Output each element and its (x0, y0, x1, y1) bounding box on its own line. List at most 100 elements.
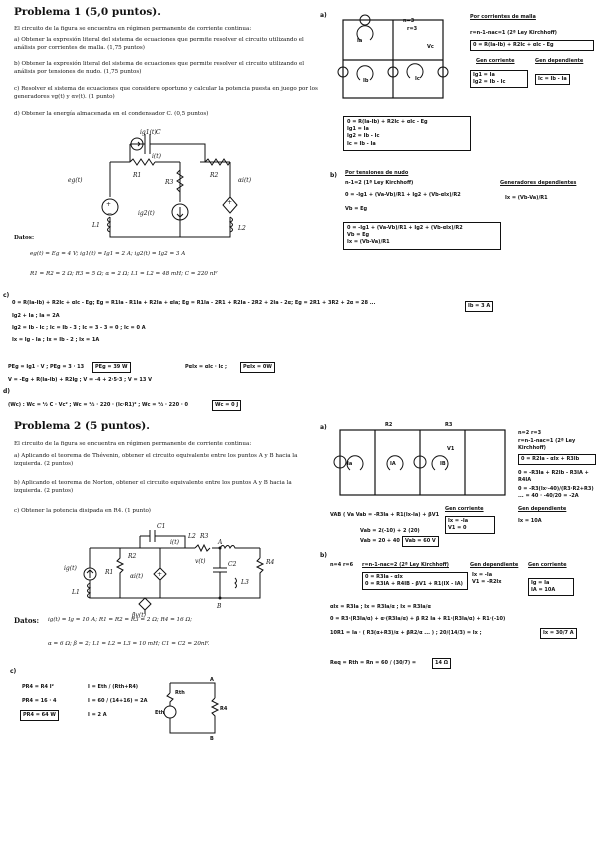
circuit-2-diagram: + C1 i(t) L2 R3 A ig(t) R2 v(t) R4 R1 αi… (64, 523, 275, 619)
svg-text:−: − (107, 210, 112, 217)
p2-sol-c-l3-box: PR4 = 64 W (20, 710, 59, 722)
circuit2-l3-label: L3 (240, 579, 249, 586)
p2-sol-b-req: Req = Rth = Rn = 60 / (30/7) = (330, 660, 417, 666)
p2-sol-c-equivalent-sketch: Rth Eth R4 A B (155, 677, 228, 742)
problem1-item-d: d) Obtener la energía almacenada en el c… (14, 111, 209, 117)
p2-sol-a-gc-2: V1 = 0 (448, 525, 467, 532)
circuit2-a-label: A (217, 539, 223, 546)
p1-sum-b-3: Ix = (Vb-Va)/R1 (347, 239, 390, 246)
svg-text:+: + (157, 571, 162, 578)
circuit1-ig1-label: ig1(t) (140, 129, 157, 136)
problem1-item-a: a) Obtener la expresión literal del sist… (14, 37, 304, 52)
p1-sol-c-power2: PαIx = αIc · Ic ; (185, 364, 228, 370)
problem2-item-c: c) Obtener la potencia disipada en R4. (… (14, 508, 151, 514)
p2-sol-a-vab2: Vab = 2(-10) + 2 (20) (360, 528, 420, 534)
p1-sum-a-1: 0 = R(Ia-Ib) + R2Ic + αIc - Eg (347, 119, 428, 125)
circuit2-ig-label: ig(t) (64, 565, 78, 572)
circuit1-l1-label: L1 (91, 222, 100, 229)
svg-text:R2: R2 (385, 422, 393, 428)
p1-sol-a-gc-1: Ig1 = Ia (473, 72, 495, 78)
p1-sum-a-4: Ic = Ib - Ia (347, 140, 376, 147)
circuit1-eg-label: eg(t) (68, 177, 83, 184)
p2-sol-a-line-b: 0 = -R3Ia + R2Ib - R3IA + R4IA (518, 470, 589, 484)
p2-sol-b-eq1: αIx = R3Ia ; Ix = R3Ia/α ; Ix = R3Ia/α (330, 604, 431, 610)
problem1-item-b: b) Obtener la expresión literal del sist… (14, 61, 305, 76)
circuit2-c2-label: C2 (228, 561, 237, 568)
circuit1-c-label: C (156, 129, 161, 136)
p2-sol-b-gd-2: V1 = -R2Ix (472, 579, 502, 586)
circuit1-av-label: αi(t) (238, 177, 252, 184)
p2-sol-b-gc-2: IA = 10A (531, 587, 556, 594)
p1-sol-c-power2-box: PαIx = 0W (240, 362, 275, 374)
p1-sol-c-line3: Ig2 = Ib - Ic ; Ic = Ib - 3 ; Ic = 3 - 3… (12, 325, 146, 331)
problem1-intro: El circuito de la figura se encuentra en… (14, 26, 252, 32)
svg-text:IB: IB (440, 461, 446, 467)
p2-sol-a-box: 0 = R2Ia - αIx + R3Ib (518, 454, 596, 466)
p1-sum-b-2: Vb = Eg (347, 232, 370, 239)
p1-sol-a-box: 0 = R(Ia-Ib) + R2Ic + αIc - Eg (470, 40, 594, 52)
p1-sum-a-3: Ig2 = Ib - Ic (347, 133, 380, 140)
circuit1-i-label: i(t) (152, 153, 162, 160)
p1-sol-a-label: a) (320, 12, 327, 19)
problem2-datos-label: Datos: (14, 616, 40, 625)
p2-sol-b-kir: r=n-1-nac=2 (2ª Ley Kirchhoff) (362, 562, 449, 568)
circuit2-v-label: v(t) (195, 558, 206, 565)
p2-sol-a-line-c: 0 = -R3(Ix·-40)/(R3·R2+R3) ... = 40 · -4… (518, 486, 594, 500)
p1-sum-a-2: Ig1 = Ia (347, 126, 369, 133)
svg-text:Ib: Ib (363, 78, 369, 84)
p1-sum-b-1: 0 = -Ig1 + (Va-Vb)/R1 + Ig2 + (Vb-αIx)/R… (347, 225, 463, 231)
p2-sol-a-gc-box: Ix = -Ia V1 = 0 (445, 516, 495, 535)
svg-text:r=3: r=3 (407, 26, 418, 32)
p2-sol-b-eq: n=4 r=6 (330, 562, 354, 568)
circuit1-r1-label: R1 (132, 172, 141, 179)
circuit2-l2-label: L2 (187, 533, 196, 540)
p1-sol-b-header: Por tensiones de nudo (345, 170, 409, 176)
circuit2-ai-label: αi(t) (130, 573, 144, 580)
circuit1-r2-label: R2 (209, 172, 219, 179)
equiv-eth-label: Eth (155, 710, 165, 716)
svg-text:Ia: Ia (347, 461, 352, 467)
p1-sol-a-gd: Ic = Ib - Ia (535, 74, 570, 86)
problem1-datos-line2: R1 = R2 = 2 Ω; R3 = 5 Ω; α = 2 Ω; L1 = L… (30, 271, 218, 277)
p2-sol-b-gd: Ix = -Ia V1 = -R2Ix (472, 572, 502, 586)
p1-sol-b-gen-d: Generadores dependientes (500, 180, 577, 186)
p1-sol-c-volt: V = -Eg + R(Ia-Ib) + R2Ig ; V = -4 + 2·5… (8, 377, 152, 383)
svg-text:V1: V1 (447, 446, 455, 452)
svg-text:n=3: n=3 (403, 18, 415, 24)
p2-sol-b-gd-1: Ix = -Ia (472, 572, 493, 578)
p2-sol-a-gen-c: Gen corriente (445, 506, 484, 512)
p1-sol-b-summary: 0 = -Ig1 + (Va-Vb)/R1 + Ig2 + (Vb-αIx)/R… (343, 222, 501, 250)
circuit2-b-label: B (216, 603, 222, 610)
problem2-datos-line2: α = 6 Ω; β = 2; L1 = L2 = L3 = 10 mH; C1… (48, 641, 210, 647)
p1-sol-a-gc-box: Ig1 = Ia Ig2 = Ib - Ic (470, 70, 528, 89)
p1-sol-a-gen-c: Gen corriente (476, 58, 515, 64)
p1-sol-c-power1-box: PEg = 39 W (92, 362, 131, 374)
problem2-item-b: b) Aplicando el teorema de Norton, obten… (14, 480, 292, 495)
p2-sol-b-box: 0 = R3Ia - αIx 0 = R3IA + R4IB - βV1 + R… (362, 572, 468, 591)
p2-sol-c-label: c) (10, 668, 17, 675)
p2-sol-a-label: a) (320, 424, 327, 431)
p2-sol-a-gen-d: Gen dependiente (518, 506, 567, 512)
circuit2-r2-label: R2 (127, 553, 137, 560)
circuit2-l1-label: L1 (71, 589, 80, 596)
p2-sol-c-r3: I = 2 A (88, 712, 107, 718)
p2-sol-b-gc: Ig = Ia IA = 10A (528, 578, 574, 597)
circuit1-l2-label: L2 (237, 225, 246, 232)
p2-sol-c-l1: PR4 = R4 I² (22, 684, 54, 690)
circuit2-r1-label: R1 (104, 569, 113, 576)
p1-sol-b-eq1: 0 = -Ig1 + (Va-Vb)/R1 + Ig2 + (Vb-αIx)/R… (345, 192, 461, 198)
p1-sol-b-eq2: Vb = Eg (345, 206, 368, 212)
p2-sol-b-req-box: 14 Ω (432, 658, 451, 670)
p1-sol-c-line1: 0 = R(Ia-Ib) + R2Ic + αIc - Eg; Eg = R1I… (12, 300, 376, 306)
problem1-datos-line1: eg(t) = Eg = 4 V; ig1(t) = Ig1 = 2 A; ig… (30, 251, 186, 257)
circuit1-r3-label: R3 (164, 179, 174, 186)
circuit2-c1-label: C1 (157, 523, 165, 530)
circuit2-r3-label: R3 (199, 533, 209, 540)
problem2-item-a: a) Aplicando el teorema de Thévenin, obt… (14, 453, 298, 468)
svg-text:Ic: Ic (415, 76, 420, 82)
p1-sol-a-eq: r=n-1-nac=1 (2ª Ley Kirchhoff) (470, 30, 557, 36)
circuit-1-diagram: +− + ig1(t) C i(t) eg(t) R1 R3 R2 L1 L2 … (68, 129, 252, 238)
p2-sol-c-r2: I = 60 / (14+16) = 2A (88, 698, 148, 704)
p2-sol-a-kir: r=n-1-nac=1 (2ª Ley Kirchhoff) (518, 438, 576, 452)
